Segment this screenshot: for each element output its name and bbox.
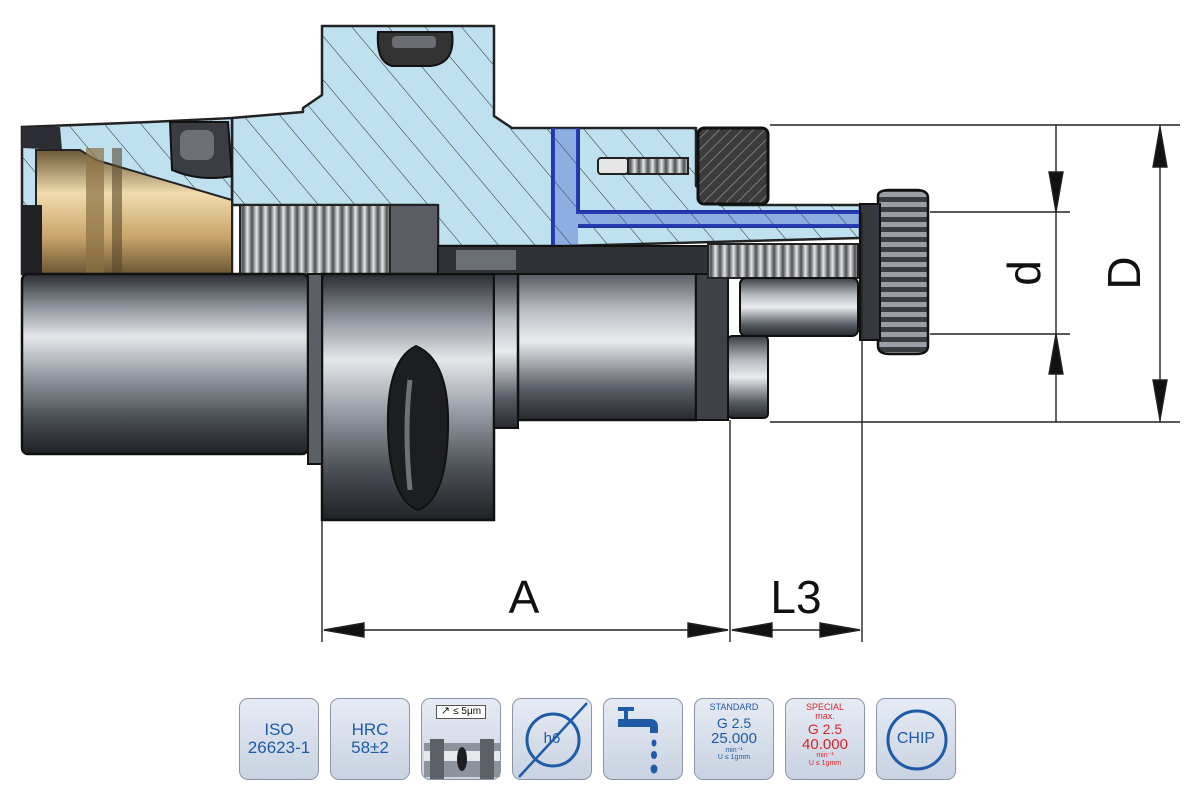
- dimension-label-a: A: [509, 571, 540, 623]
- badge-balance-special: SPECIAL max. G 2.5 40.000 min⁻¹ U ≤ 1gmm: [785, 698, 865, 780]
- badge-iso: ISO 26623-1: [239, 698, 319, 780]
- holder-nose: [516, 260, 698, 422]
- special-note: U ≤ 1gmm: [808, 759, 842, 767]
- coolant-tap-icon: [618, 707, 658, 774]
- dimension-lines: [321, 124, 1180, 642]
- badge-tolerance: h6: [512, 698, 592, 780]
- lock-nut: [696, 126, 770, 206]
- runout-shaft-icon: [424, 739, 500, 779]
- special-grade: G 2.5: [807, 720, 843, 737]
- shank-taper: [20, 272, 310, 456]
- drive-key: [386, 344, 450, 512]
- chip-label: CHIP: [896, 729, 936, 747]
- coolant-channel: [551, 128, 860, 246]
- standard-grade: G 2.5: [716, 715, 752, 732]
- runout-arrow-icon: ↗: [440, 705, 451, 717]
- badge-chip: CHIP: [876, 698, 956, 780]
- standard-unit: min⁻¹: [725, 746, 743, 754]
- tolerance-circle-icon: [518, 702, 588, 778]
- standard-note: U ≤ 1gmm: [717, 754, 751, 762]
- feature-badges: ISO 26623-1 HRC 58±2 ↗ ≤ 5μm h6: [239, 698, 965, 782]
- adjust-screw-thread: [707, 243, 859, 279]
- internal-thread: [239, 204, 391, 276]
- dimension-label-l3: L3: [770, 571, 821, 623]
- hrc-label: HRC: [351, 720, 389, 740]
- iso-standard: 26623-1: [247, 738, 311, 757]
- iso-label: ISO: [264, 720, 294, 740]
- special-sub: max.: [815, 711, 835, 722]
- knurled-knob: [876, 188, 930, 356]
- special-speed: 40.000: [802, 735, 848, 753]
- chip-circle-icon: [886, 709, 948, 771]
- special-unit: min⁻¹: [816, 752, 834, 760]
- standard-title: STANDARD: [709, 702, 759, 712]
- badge-hrc: HRC 58±2: [330, 698, 410, 780]
- dimension-label-d-large: D: [1098, 256, 1150, 289]
- badge-coolant: [603, 698, 683, 780]
- dimension-label-d-small: d: [998, 260, 1050, 286]
- standard-speed: 25.000: [711, 730, 757, 748]
- special-title: SPECIAL: [805, 702, 845, 712]
- badge-balance-standard: STANDARD G 2.5 25.000 min⁻¹ U ≤ 1gmm: [694, 698, 774, 780]
- runout-value: ≤ 5μm: [453, 705, 482, 717]
- tolerance-value: h6: [543, 730, 561, 748]
- hrc-value: 58±2: [351, 738, 389, 757]
- badge-runout: ↗ ≤ 5μm: [421, 698, 501, 780]
- tool-holder-drawing: A L3 d D: [20, 24, 1180, 642]
